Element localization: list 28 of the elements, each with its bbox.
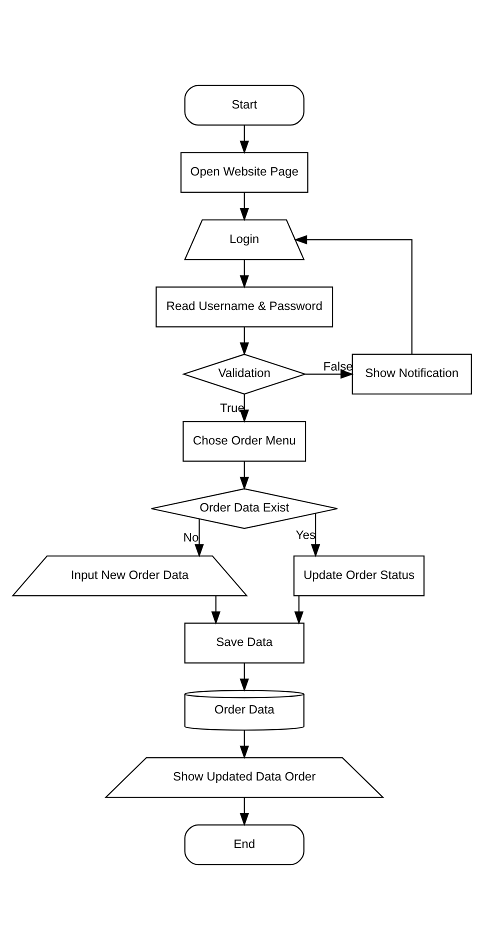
edge-label: False bbox=[323, 359, 353, 374]
node-box: End bbox=[184, 824, 304, 865]
node-box: Show Notification bbox=[352, 353, 472, 394]
node-box: Update Order Status bbox=[293, 554, 425, 596]
node-box: Open Website Page bbox=[180, 152, 308, 192]
arrow bbox=[211, 596, 221, 624]
node-box: Chose Order Menu bbox=[182, 420, 306, 462]
arrow bbox=[310, 512, 320, 557]
arrow bbox=[240, 124, 249, 154]
arrow bbox=[240, 326, 249, 356]
arrow bbox=[294, 596, 304, 624]
node-box: Start bbox=[184, 84, 304, 126]
arrow bbox=[194, 518, 204, 557]
edge-label: True bbox=[220, 400, 244, 414]
arrow bbox=[240, 259, 249, 288]
arrow bbox=[240, 662, 249, 692]
edge-label: No bbox=[183, 530, 199, 544]
arrow bbox=[294, 234, 412, 354]
node-box: Read Username & Password bbox=[156, 286, 334, 327]
arrow bbox=[240, 797, 249, 826]
arrow bbox=[240, 461, 249, 490]
arrow bbox=[240, 394, 249, 422]
node-box: Save Data bbox=[184, 622, 304, 663]
node-diamond: Order Data Exist bbox=[150, 488, 338, 529]
arrow bbox=[240, 730, 249, 759]
arrow bbox=[240, 192, 249, 221]
node-diamond: Validation bbox=[182, 353, 307, 394]
arrow bbox=[305, 369, 354, 378]
